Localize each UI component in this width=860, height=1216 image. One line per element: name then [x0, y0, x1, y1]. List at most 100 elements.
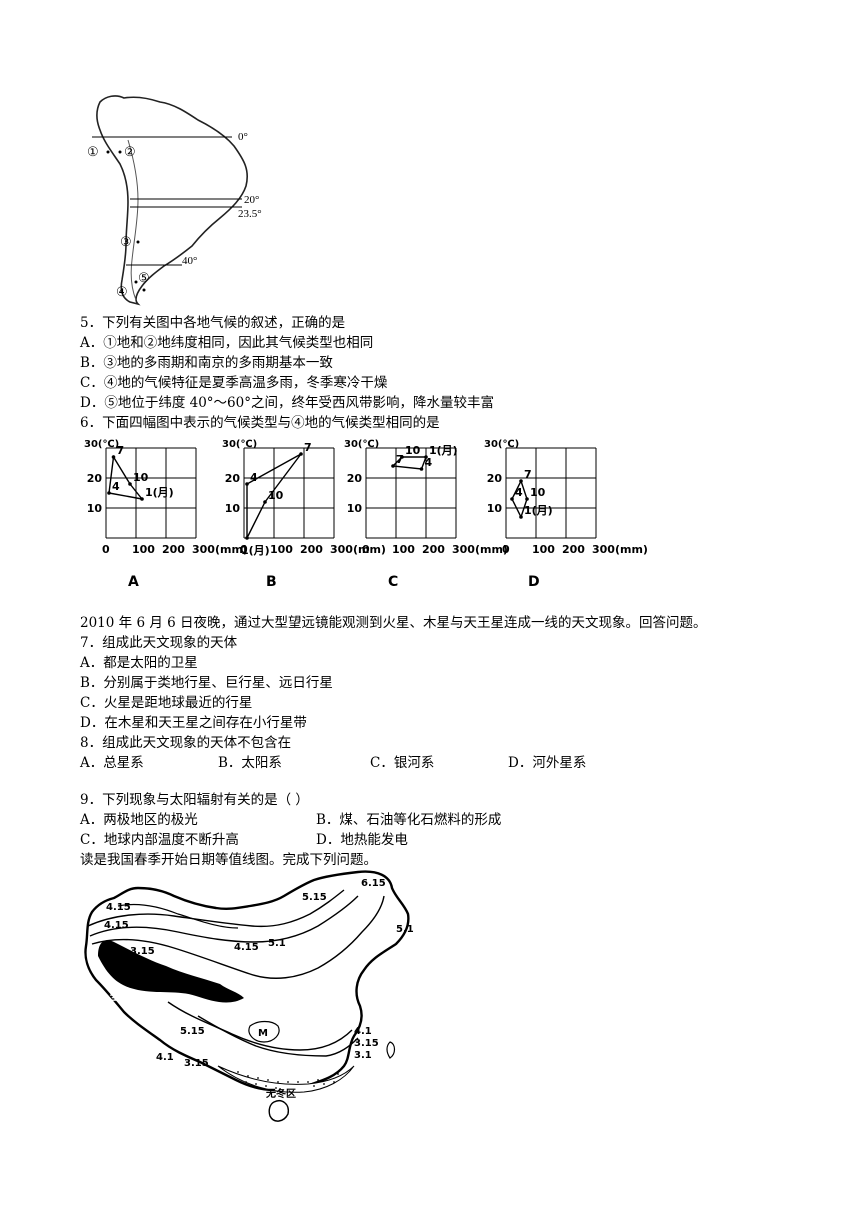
point-label: 7 [117, 444, 125, 457]
isoline-label-3-15-sw: 3.15 [184, 1058, 209, 1069]
q6-stem: 6．下面四幅图中表示的气候类型与④地的气候类型相同的是 [80, 415, 440, 431]
data-point [140, 497, 144, 501]
y-tick-label: 20 [225, 472, 241, 485]
y-axis-label: 30(℃) [484, 439, 519, 450]
q9-option-b: B．煤、石油等化石燃料的形成 [316, 812, 502, 828]
isoline-label-5-1-east: 5.1 [396, 924, 414, 935]
isoline-label-5-1-center: 5.1 [268, 938, 286, 949]
q8-option-c: C．银河系 [370, 755, 435, 771]
isoline-label-4-15-nw-2: 4.15 [104, 920, 129, 931]
q8-option-a: A．总星系 [80, 755, 144, 771]
point-label-5: ⑤ [138, 270, 150, 285]
q7-stem: 7．组成此天文现象的天体 [80, 635, 238, 651]
data-point [400, 455, 404, 459]
isoline-label-3-1-east: 3.1 [354, 1050, 372, 1061]
point-label: 1(月) [145, 486, 174, 499]
x-tick-label: 100 [392, 543, 415, 556]
q7-option-d: D．在木星和天王星之间存在小行星带 [80, 715, 307, 731]
data-point [419, 467, 424, 471]
q8-option-d: D．河外星系 [508, 755, 587, 771]
point-label: 7 [304, 441, 312, 454]
x-tick-label: 200 [162, 543, 185, 556]
point-label: 7 [396, 453, 404, 466]
y-axis-label: 30(℃) [222, 439, 257, 450]
isoline-label-4-1-sw: 4.1 [156, 1052, 174, 1063]
x-tick-label: 100 [532, 543, 555, 556]
q5-stem: 5．下列有关图中各地气候的叙述，正确的是 [80, 315, 346, 331]
data-point [391, 464, 395, 468]
no-winter-region-label: 无冬区 [265, 1087, 296, 1100]
isoline-label-4-1-east: 4.1 [354, 1026, 372, 1037]
data-point [299, 452, 303, 456]
q9-option-a: A．两极地区的极光 [80, 812, 198, 828]
data-point [107, 491, 111, 495]
lat-label-23-5: 23.5° [238, 208, 262, 220]
x-tick-label: 300(mm) [452, 543, 508, 556]
lat-label-40: 40° [182, 255, 197, 267]
q5-option-c: C．④地的气候特征是夏季高温多雨，冬季寒冷干燥 [80, 375, 388, 391]
data-point [128, 482, 132, 486]
q5-option-a: A．①地和②地纬度相同，因此其气候类型也相同 [80, 335, 374, 351]
data-point [263, 500, 267, 504]
point-label: 1(月) [429, 444, 458, 457]
x-tick-label: 200 [300, 543, 323, 556]
astronomy-intro: 2010 年 6 月 6 日夜晚，通过大型望远镜能观测到火星、木星与天王星连成一… [80, 615, 707, 631]
y-tick-label: 20 [347, 472, 363, 485]
point-label-3: ③ [120, 234, 132, 249]
x-tick-label: 200 [422, 543, 445, 556]
isoline-label-5-15-north: 5.15 [302, 892, 327, 903]
intro2: 读是我国春季开始日期等值线图。完成下列问题。 [80, 852, 377, 868]
chart-letter: B [266, 574, 277, 590]
point-label-1: ① [87, 144, 99, 159]
all-winter-region-label: 全年皆冬 [109, 990, 150, 1003]
point-label: 7 [524, 468, 532, 481]
isoline-label-6-15: 6.15 [361, 878, 386, 889]
chart-letter: D [528, 574, 540, 590]
data-point [245, 536, 249, 540]
x-tick-label: 200 [562, 543, 585, 556]
data-point [519, 479, 523, 483]
isoline-label-4-15-nw-1: 4.15 [106, 902, 131, 913]
point-label-4: ④ [116, 284, 128, 299]
x-tick-label: 0 [102, 543, 110, 556]
q9-stem: 9．下列现象与太阳辐射有关的是（ ） [80, 792, 309, 808]
lat-label-0: 0° [238, 131, 248, 143]
x-tick-label: 300(mm) [330, 543, 386, 556]
point-label: 1(月) [524, 504, 553, 517]
y-tick-label: 10 [225, 502, 241, 515]
data-point [519, 515, 523, 519]
isoline-label-5-15-south: 5.15 [180, 1026, 205, 1037]
data-point [510, 497, 514, 501]
x-tick-label: 300(mm) [192, 543, 248, 556]
q5-option-d: D．⑤地位于纬度 40°～60°之间，终年受西风带影响，降水量较丰富 [80, 395, 494, 411]
point-label: 4 [515, 486, 523, 499]
x-tick-label: 0 [502, 543, 510, 556]
y-tick-label: 20 [487, 472, 503, 485]
x-tick-label: 300(mm) [592, 543, 648, 556]
chart-letter: A [128, 574, 139, 590]
q5-option-b: B．③地的多雨期和南京的多雨期基本一致 [80, 355, 333, 371]
point-label: 4 [425, 456, 433, 469]
point-label-2: ② [124, 144, 136, 159]
south-america-map: 0° 20° 23.5° 40° ① ② ③ ④ ⑤ [87, 95, 262, 306]
q7-option-b: B．分别属于类地行星、巨行星、远日行星 [80, 675, 333, 691]
y-tick-label: 10 [347, 502, 363, 515]
isoline-label-3-15-east: 3.15 [354, 1038, 379, 1049]
point-label: 1(月) [241, 544, 270, 557]
x-tick-label: 100 [270, 543, 293, 556]
q8-stem: 8．组成此天文现象的天体不包含在 [80, 735, 292, 751]
point-label: 10 [405, 444, 421, 457]
y-axis-label: 30(℃) [344, 439, 379, 450]
q7-option-c: C．火星是距地球最近的行星 [80, 695, 253, 711]
point-label: 10 [530, 486, 546, 499]
chart-letter: C [388, 574, 398, 590]
data-point [111, 455, 116, 459]
data-point [245, 482, 249, 486]
y-axis-label: 30(℃) [84, 439, 119, 450]
lat-label-20: 20° [244, 194, 259, 206]
point-label: 10 [133, 471, 149, 484]
